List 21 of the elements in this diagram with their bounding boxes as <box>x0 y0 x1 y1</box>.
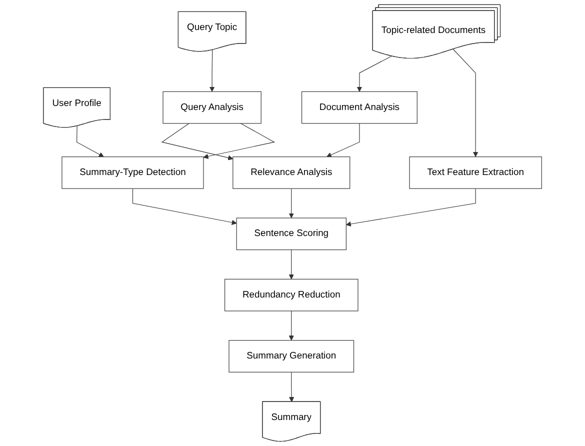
arrow <box>288 249 294 280</box>
node-box: Relevance Analysis <box>232 156 350 189</box>
node-box: Query Analysis <box>162 91 262 124</box>
arrow <box>209 50 215 92</box>
arrow <box>288 310 294 341</box>
node-box: Text Feature Extraction <box>409 156 542 189</box>
arrow <box>346 188 476 227</box>
arrow <box>161 123 234 160</box>
node-box: Summary Generation <box>228 340 354 372</box>
arrow <box>452 48 478 158</box>
arrow <box>76 126 104 158</box>
arrow <box>288 188 294 218</box>
arrow <box>132 188 237 225</box>
arrow <box>326 123 360 158</box>
node-box: Document Analysis <box>301 91 418 124</box>
arrow <box>203 123 276 159</box>
arrow <box>289 372 294 402</box>
arrow <box>356 56 392 92</box>
node-box: Summary-Type Detection <box>62 156 204 189</box>
node-box: Sentence Scoring <box>236 218 346 250</box>
node-box: Redundancy Reduction <box>224 278 358 312</box>
